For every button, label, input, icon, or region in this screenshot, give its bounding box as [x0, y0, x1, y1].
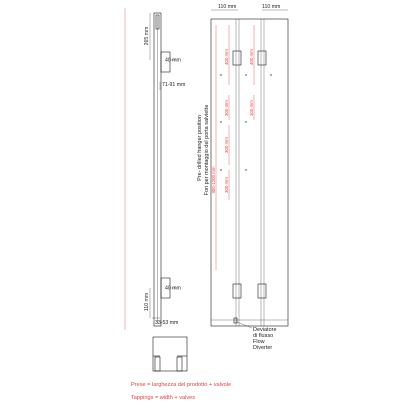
side-view: 265 mm 40 mm 71-91 mm 40 mm 110 mm 33-53…: [124, 8, 185, 330]
dim-seg-1: 300 mm: [224, 100, 229, 116]
hanger-hole: [245, 74, 247, 76]
dim-seg-2: 300 mm: [224, 137, 229, 153]
bracket-bottom-left: [232, 283, 242, 299]
dim-right-top: 400 mm: [249, 49, 254, 65]
dim-right-mid: 300 mm: [249, 100, 254, 116]
diverter-marker: [233, 317, 238, 324]
predrilled-label-en: Pre- drilled hanger position: [197, 115, 203, 181]
dim-total: 900-1200 mm: [211, 166, 216, 193]
front-frame: [210, 18, 289, 327]
hanger-hole: [220, 121, 222, 123]
dim-lower-stub: 40 mm: [165, 286, 181, 292]
dim-seg-3: 300 mm: [224, 177, 229, 193]
hanger-hole: [220, 74, 222, 76]
legend-italian: Prese = larghezza del prodotto + valvole: [131, 382, 231, 388]
flow-diverter-label-it-1: Deviatore: [253, 327, 277, 333]
valve-right: [176, 356, 183, 372]
predrilled-label-it: Fori per montaggio del porta salviette: [204, 105, 210, 196]
bottom-view-frame: [152, 336, 188, 372]
hanger-hole: [270, 74, 272, 76]
legend: Prese = larghezza del prodotto + valvole…: [131, 382, 231, 401]
dim-right-width: 110 mm: [262, 4, 280, 10]
flow-diverter-label-it-2: di flusso: [253, 333, 273, 339]
top-valve-stub: [155, 14, 160, 30]
bracket-top-left: [232, 50, 242, 66]
side-profile-column: [153, 12, 162, 327]
dim-upper-stub: 40 mm: [165, 58, 181, 64]
hanger-hole: [220, 169, 222, 171]
dim-bracket-top: 400 mm: [224, 49, 229, 65]
hanger-hole: [245, 169, 247, 171]
dim-base: 33-53 mm: [155, 320, 178, 326]
upper-bracket: [160, 51, 171, 73]
flow-diverter-leader: [236, 321, 253, 329]
dim-top: 265 mm: [144, 27, 150, 46]
flow-diverter-label-en-1: Flow: [253, 339, 265, 345]
bracket-bottom-right: [257, 283, 267, 299]
flow-diverter-label-en-2: Diverter: [253, 345, 272, 351]
dim-wall-gap: 71-91 mm: [162, 82, 185, 88]
front-view: 110 mm 110 mm 400 mm 300 mm 300 mm 300 m…: [197, 4, 289, 351]
dim-bottom: 110 mm: [144, 293, 150, 311]
legend-english: Tappings = width + valves: [131, 395, 195, 401]
bracket-top-right: [257, 50, 267, 66]
hanger-hole: [245, 121, 247, 123]
bottom-view: [152, 336, 188, 372]
dim-left-width: 110 mm: [218, 4, 236, 10]
valve-left: [154, 356, 161, 372]
